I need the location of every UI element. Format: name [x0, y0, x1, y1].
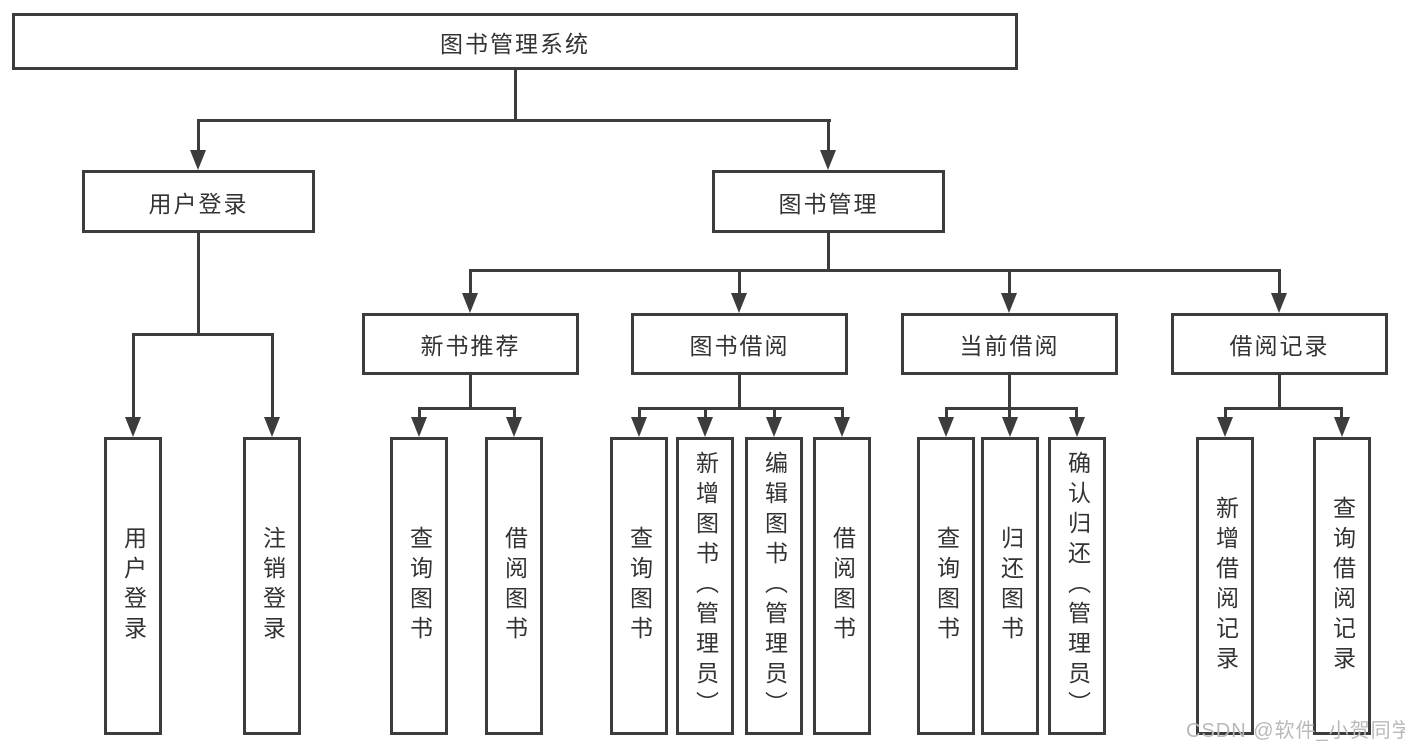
connector-arrow [1334, 417, 1350, 437]
connector-line [827, 232, 830, 272]
connector-line [638, 407, 844, 410]
connector-line [469, 374, 472, 409]
connector-line [197, 119, 200, 152]
connector-line [704, 407, 707, 421]
connector-arrow [938, 417, 954, 437]
connector-arrow [697, 417, 713, 437]
connector-line [841, 407, 844, 421]
connector-arrow [631, 417, 647, 437]
leaf-confirm-return-admin: 确认归还（管理员） [1048, 437, 1106, 735]
connector-line [738, 269, 741, 295]
node-new-book-recommend: 新书推荐 [362, 313, 579, 375]
node-book-management: 图书管理 [712, 170, 945, 233]
connector-line [513, 407, 516, 421]
leaf-add-borrow-record: 新增借阅记录 [1196, 437, 1254, 735]
leaf-user-login: 用户登录 [104, 437, 162, 735]
connector-line [738, 374, 741, 409]
connector-arrow [1001, 293, 1017, 313]
connector-line [1075, 407, 1078, 421]
connector-arrow [1069, 417, 1085, 437]
leaf-borrow-book-recommend: 借阅图书 [485, 437, 543, 735]
csdn-watermark: CSDN @软件_小贺同学 [1186, 720, 1405, 742]
connector-arrow [731, 293, 747, 313]
connector-line [827, 119, 830, 152]
connector-line [469, 269, 1281, 272]
connector-line [1008, 269, 1011, 295]
connector-arrow [820, 150, 836, 170]
node-root: 图书管理系统 [12, 13, 1018, 70]
connector-arrow [766, 417, 782, 437]
leaf-query-book-current: 查询图书 [917, 437, 975, 735]
connector-line [638, 407, 641, 421]
connector-line [418, 407, 421, 421]
connector-line [197, 119, 831, 122]
connector-line [1224, 407, 1227, 421]
connector-arrow [411, 417, 427, 437]
connector-arrow [506, 417, 522, 437]
connector-arrow [125, 417, 141, 437]
node-borrow-record: 借阅记录 [1171, 313, 1388, 375]
connector-arrow [264, 417, 280, 437]
connector-arrow [1217, 417, 1233, 437]
leaf-query-book-borrow: 查询图书 [610, 437, 668, 735]
leaf-edit-book-admin: 编辑图书（管理员） [745, 437, 803, 735]
leaf-logout-login: 注销登录 [243, 437, 301, 735]
connector-line [1008, 374, 1011, 409]
connector-line [773, 407, 776, 421]
connector-line [1278, 269, 1281, 295]
node-user-login: 用户登录 [82, 170, 315, 233]
connector-arrow [1271, 293, 1287, 313]
connector-line [418, 407, 516, 410]
leaf-query-borrow-record: 查询借阅记录 [1313, 437, 1371, 735]
leaf-add-book-admin: 新增图书（管理员） [676, 437, 734, 735]
connector-arrow [834, 417, 850, 437]
connector-line [197, 232, 200, 336]
connector-line [271, 333, 274, 419]
connector-arrow [190, 150, 206, 170]
connector-arrow [462, 293, 478, 313]
connector-line [1278, 374, 1281, 409]
connector-line [945, 407, 948, 421]
node-current-borrow: 当前借阅 [901, 313, 1118, 375]
connector-line [1224, 407, 1343, 410]
connector-line [1340, 407, 1343, 421]
connector-line [132, 333, 274, 336]
leaf-query-book-recommend: 查询图书 [390, 437, 448, 735]
connector-arrow [1002, 417, 1018, 437]
leaf-borrow-book: 借阅图书 [813, 437, 871, 735]
connector-line [514, 69, 517, 121]
leaf-return-book: 归还图书 [981, 437, 1039, 735]
node-book-borrow: 图书借阅 [631, 313, 848, 375]
connector-line [469, 269, 472, 295]
connector-line [132, 333, 135, 419]
connector-line [945, 407, 1078, 410]
connector-line [1008, 407, 1011, 421]
